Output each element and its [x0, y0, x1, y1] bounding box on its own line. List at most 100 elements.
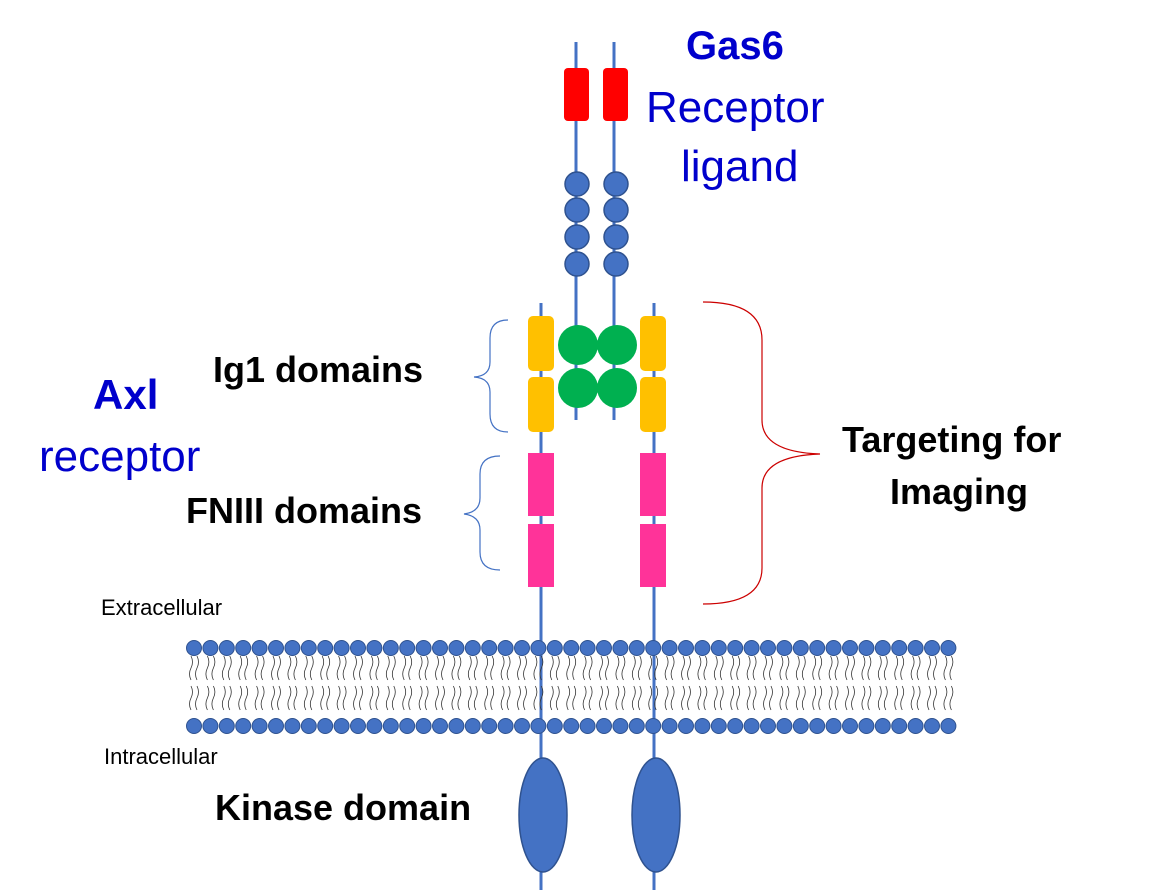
ig1-domain-left-bottom [528, 377, 554, 432]
lipid-tail [648, 655, 653, 711]
lipid-tail [615, 655, 620, 711]
lipid-head [268, 718, 284, 734]
lipid-head [399, 718, 416, 734]
cell-membrane [186, 640, 957, 734]
lipid-head [481, 640, 498, 656]
lipid-tail [555, 655, 560, 711]
lipid-tail [877, 655, 882, 711]
lipid-tail [549, 655, 554, 711]
lipid-tail [605, 655, 609, 711]
lipid-tail [670, 655, 675, 711]
lipid-head [284, 640, 301, 656]
lipid-head [382, 640, 399, 656]
lipid-head [350, 640, 366, 656]
lipid-tail [490, 655, 495, 711]
lipid-tail [408, 655, 413, 711]
lipid-head [448, 718, 465, 734]
lipid-tail [818, 655, 823, 711]
lipid-tail [375, 655, 380, 711]
lipid-tail [451, 655, 456, 711]
lipid-tail [484, 655, 489, 711]
lipid-head [284, 718, 301, 734]
lipid-head [694, 718, 711, 734]
lipid-tail [353, 655, 357, 711]
fniii-domains-label: FNIII domains [186, 490, 423, 531]
lipid-head [727, 640, 744, 656]
lipid-tail [287, 655, 292, 711]
lipid-head [792, 718, 809, 734]
ig1-domain-left-top [528, 316, 554, 371]
lipid-tail [949, 655, 954, 711]
lipid-tail [254, 655, 259, 711]
lipid-tail [867, 655, 872, 711]
lipid-head [251, 718, 268, 734]
lipid-tail [418, 655, 423, 711]
lipid-tail [473, 655, 478, 711]
lipid-tail [441, 655, 445, 711]
lipid-tail [631, 655, 636, 711]
lipid-tail [736, 655, 741, 711]
lipid-tail [654, 655, 659, 711]
receptor-label: receptor [39, 432, 201, 481]
lipid-head [743, 718, 760, 734]
lipid-tail [894, 655, 899, 711]
lipid-head [546, 718, 563, 734]
lipid-head [333, 718, 350, 734]
lipid-head [874, 640, 891, 656]
lipid-tail [467, 655, 472, 711]
lipid-head [268, 640, 284, 656]
lipid-tail [785, 655, 790, 711]
lipid-head [743, 640, 760, 656]
lipid-tail [457, 655, 462, 711]
fniii-domain-right-bottom [640, 524, 666, 587]
lipid-tail [359, 655, 363, 711]
lipid-tail [927, 655, 931, 711]
fniii-bracket [463, 455, 501, 571]
lipid-tail [697, 655, 702, 711]
lipid-head [415, 718, 432, 734]
lipid-tail [293, 655, 298, 711]
lipid-tail [730, 655, 735, 711]
lipid-tail [845, 655, 849, 711]
lipid-head [300, 718, 317, 734]
lipid-head [596, 640, 612, 656]
gas6-head-right [603, 68, 628, 121]
lipid-head [858, 640, 875, 656]
ig1-bracket [473, 319, 509, 433]
lipid-head [464, 640, 481, 656]
lipid-tail [883, 655, 888, 711]
lipid-head [218, 640, 235, 656]
lipid-head [432, 718, 448, 734]
lipid-tail [763, 655, 767, 711]
targeting-label-line1: Targeting for [842, 419, 1062, 460]
gas6-head-left [564, 68, 589, 121]
lipid-tail [851, 655, 855, 711]
lipid-tail [779, 655, 784, 711]
lipid-tail [506, 655, 511, 711]
lipid-head [694, 640, 711, 656]
lipid-tail [795, 655, 800, 711]
targeting-label-line2: Imaging [890, 471, 1029, 512]
lipid-tail [769, 655, 773, 711]
lipid-head [202, 640, 219, 656]
lipid-head [891, 718, 908, 734]
lipid-tail [943, 655, 948, 711]
lipid-tail [271, 655, 275, 711]
lipid-head [448, 640, 465, 656]
lipid-head [186, 640, 202, 656]
lipid-tail [211, 655, 216, 711]
lipid-tail [572, 655, 577, 711]
lipid-tail [900, 655, 905, 711]
lipid-tail [500, 655, 505, 711]
lipid-head [891, 640, 908, 656]
lipid-head [825, 718, 842, 734]
lipid-head [563, 640, 580, 656]
lipid-head [661, 718, 678, 734]
lipid-tail [303, 655, 308, 711]
lipid-head [678, 640, 694, 656]
lipid-head [235, 640, 252, 656]
lipid-head [497, 640, 514, 656]
lipid-tail [320, 655, 325, 711]
lipid-tail [309, 655, 314, 711]
